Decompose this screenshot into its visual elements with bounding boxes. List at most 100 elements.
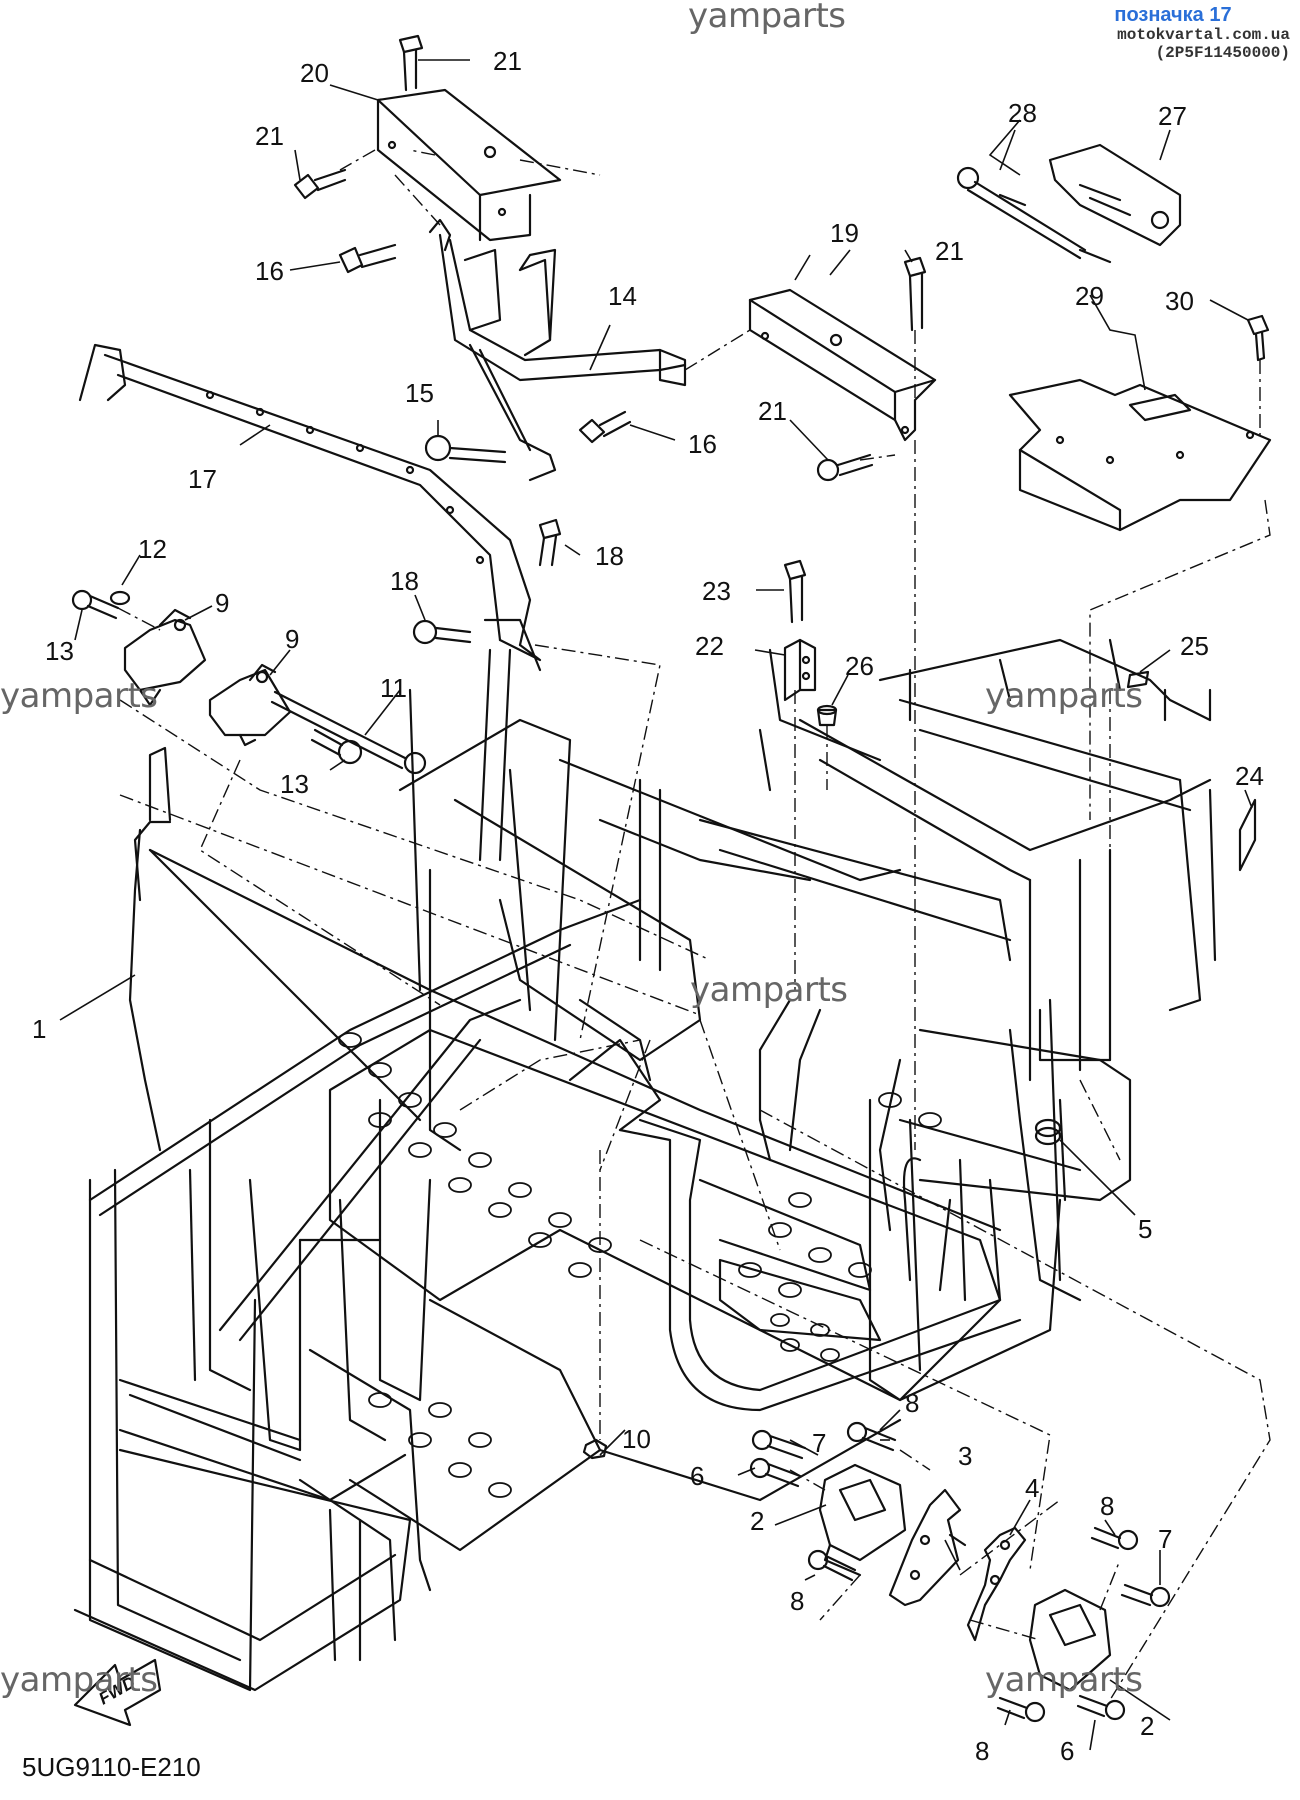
callout-9: 9 bbox=[215, 588, 229, 618]
bracket-14 bbox=[428, 218, 687, 482]
bolt-6-upper bbox=[749, 1457, 802, 1488]
bolt-11 bbox=[270, 690, 427, 775]
watermark-right: yamparts bbox=[985, 676, 1143, 716]
callout-27: 27 bbox=[1158, 101, 1187, 131]
bracket-3 bbox=[888, 1488, 967, 1607]
bolt-6-right bbox=[1076, 1694, 1126, 1721]
grommet-5 bbox=[1034, 1118, 1062, 1146]
header-link[interactable]: позначка 17 bbox=[1114, 4, 1232, 26]
callout-11: 11 bbox=[380, 673, 407, 703]
callout-7: 7 bbox=[812, 1428, 826, 1458]
callout-30: 30 bbox=[1165, 286, 1194, 316]
leader-lines bbox=[59, 59, 1253, 1751]
callout-16: 16 bbox=[255, 256, 284, 286]
watermark-bottom-left: yamparts bbox=[0, 1660, 158, 1700]
callout-8: 8 bbox=[905, 1388, 919, 1418]
watermark-left: yamparts bbox=[0, 676, 158, 716]
callout-22: 22 bbox=[695, 631, 724, 661]
bolt-16-right bbox=[578, 410, 632, 444]
bag-27 bbox=[1048, 143, 1182, 247]
callout-25: 25 bbox=[1180, 631, 1209, 661]
callout-8: 8 bbox=[790, 1586, 804, 1616]
diagram-code: 5UG9110-E210 bbox=[22, 1752, 201, 1782]
bracket-22 bbox=[783, 638, 817, 702]
callout-8: 8 bbox=[1100, 1491, 1114, 1521]
callout-1: 1 bbox=[32, 1014, 46, 1044]
bolt-8-lower bbox=[807, 1549, 857, 1582]
plate-29 bbox=[1008, 378, 1272, 532]
tube-28 bbox=[956, 166, 1112, 264]
bracket-20 bbox=[376, 88, 562, 242]
callout-10: 10 bbox=[622, 1424, 651, 1454]
callout-6: 6 bbox=[1060, 1736, 1074, 1766]
callout-16: 16 bbox=[688, 429, 717, 459]
callout-3: 3 bbox=[958, 1441, 972, 1471]
callout-14: 14 bbox=[608, 281, 637, 311]
bolt-16-left bbox=[338, 243, 397, 274]
cap-26 bbox=[816, 704, 838, 727]
main-frame bbox=[73, 618, 1217, 1692]
header-site: motokvartal.com.ua (2P5F11450000) bbox=[1117, 26, 1290, 62]
callout-28: 28 bbox=[1008, 98, 1037, 128]
bolt-15 bbox=[424, 434, 507, 464]
bolt-8-right-a bbox=[1090, 1526, 1139, 1551]
bracket-19 bbox=[748, 288, 937, 442]
fwd-arrow bbox=[73, 1658, 162, 1727]
plate-24 bbox=[1238, 798, 1257, 872]
callout-21: 21 bbox=[758, 396, 787, 426]
callout-20: 20 bbox=[300, 58, 329, 88]
bracket-4 bbox=[966, 1526, 1027, 1642]
mount-9-left bbox=[123, 608, 207, 707]
bolt-7-upper bbox=[751, 1429, 807, 1460]
mount-2-left bbox=[818, 1463, 907, 1577]
assembly-lines bbox=[117, 149, 1271, 1701]
callout-24: 24 bbox=[1235, 761, 1264, 791]
bolt-18-b bbox=[412, 619, 472, 645]
callout-19: 19 bbox=[830, 218, 859, 248]
watermark-center: yamparts bbox=[690, 970, 848, 1010]
bolt-7-right bbox=[1120, 1583, 1171, 1608]
callout-15: 15 bbox=[405, 378, 434, 408]
callout-23: 23 bbox=[702, 576, 731, 606]
bolt-18-a bbox=[538, 518, 562, 567]
callout-21: 21 bbox=[493, 46, 522, 76]
callout-17: 17 bbox=[188, 464, 217, 494]
bolt-13-left bbox=[71, 589, 120, 620]
bolt-8-right-b bbox=[996, 1696, 1046, 1723]
callout-5: 5 bbox=[1138, 1214, 1152, 1244]
bolt-8-upper bbox=[846, 1421, 897, 1452]
callout-2: 2 bbox=[1140, 1711, 1154, 1741]
callout-9: 9 bbox=[285, 624, 299, 654]
callout-6: 6 bbox=[690, 1461, 704, 1491]
watermark-top: yamparts bbox=[688, 0, 846, 36]
bolt-13-mid bbox=[310, 728, 363, 765]
callout-21: 21 bbox=[255, 121, 284, 151]
nut-10 bbox=[582, 1438, 608, 1460]
callout-21: 21 bbox=[935, 236, 964, 266]
callout-29: 29 bbox=[1075, 281, 1104, 311]
callout-2: 2 bbox=[750, 1506, 764, 1536]
bolt-23 bbox=[783, 559, 807, 624]
callout-13: 13 bbox=[280, 769, 309, 799]
mount-2-right bbox=[1028, 1588, 1112, 1692]
callout-8: 8 bbox=[975, 1736, 989, 1766]
fastener-30 bbox=[1246, 314, 1270, 362]
callout-13: 13 bbox=[45, 636, 74, 666]
washer-12 bbox=[109, 590, 131, 606]
floor-holes bbox=[338, 1032, 942, 1498]
bar-17 bbox=[78, 343, 542, 662]
callout-7: 7 bbox=[1158, 1524, 1172, 1554]
mount-9-mid bbox=[208, 663, 292, 747]
bolt-21-top bbox=[398, 34, 424, 92]
callout-18: 18 bbox=[390, 566, 419, 596]
callout-12: 12 bbox=[138, 534, 167, 564]
callout-4: 4 bbox=[1025, 1473, 1039, 1503]
watermark-bottom-right: yamparts bbox=[985, 1660, 1143, 1700]
callout-18: 18 bbox=[595, 541, 624, 571]
bolt-21-left bbox=[293, 168, 347, 200]
callout-26: 26 bbox=[845, 651, 874, 681]
callout-numbers: 21 20 21 16 14 15 16 17 19 21 21 28 27 2… bbox=[32, 46, 1264, 1766]
bolt-21-right-top bbox=[903, 256, 927, 332]
tag-25 bbox=[1126, 670, 1150, 689]
